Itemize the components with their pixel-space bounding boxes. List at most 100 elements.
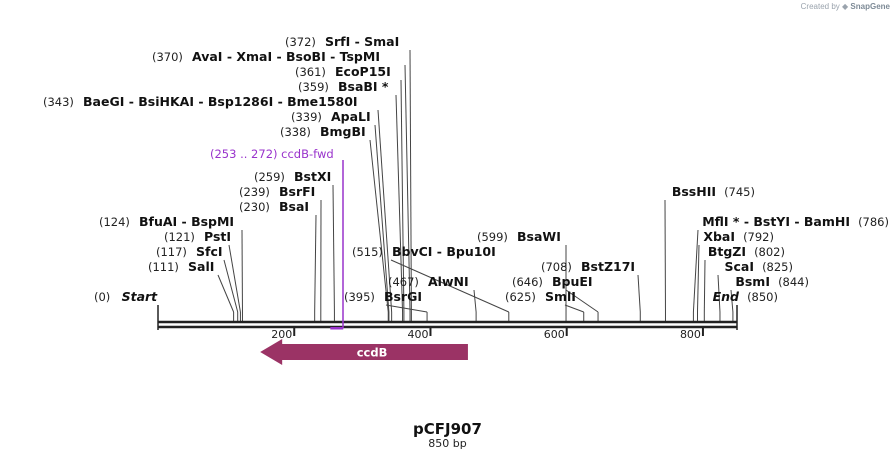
site-name: EcoP15I bbox=[335, 64, 391, 79]
site-position: (117) bbox=[156, 245, 187, 259]
leader-line bbox=[332, 184, 335, 313]
site-position: (850) bbox=[747, 290, 778, 304]
site-bstz17i: (708)BstZ17I bbox=[541, 259, 635, 274]
site-bsrgi: (395) BsrGI bbox=[344, 289, 422, 304]
ruler-tick-label: 800 bbox=[680, 328, 701, 341]
site-name: BsrGI bbox=[384, 289, 422, 304]
site-sali: (111)SalI bbox=[148, 259, 214, 274]
site-name: SfcI bbox=[196, 244, 223, 259]
site-name: BssHII bbox=[672, 184, 716, 199]
site-name: ScaI bbox=[725, 259, 755, 274]
leader-line bbox=[377, 109, 393, 313]
leader-line bbox=[730, 289, 734, 313]
site-bsshii: BssHII (745) bbox=[672, 184, 755, 199]
site-name: PstI bbox=[204, 229, 231, 244]
site-position: (372) bbox=[285, 35, 316, 49]
leader-line bbox=[637, 274, 641, 313]
site-name: MflI * - BstYI - BamHI bbox=[702, 214, 850, 229]
site-name: AlwNI bbox=[428, 274, 469, 289]
site-position: (745) bbox=[724, 185, 755, 199]
site-bstxi: (259) BstXI bbox=[254, 169, 331, 184]
ruler-tick-label: 400 bbox=[407, 328, 428, 341]
site-name: BstXI bbox=[294, 169, 331, 184]
site-position: (124) bbox=[99, 215, 130, 229]
site-position: (370) bbox=[152, 50, 183, 64]
site-position: (515) bbox=[352, 245, 383, 259]
site-btgzi: BtgZI(802) bbox=[708, 244, 785, 259]
site-bsabi: (359)BsaBI * bbox=[298, 79, 389, 94]
ccdb-feature-arrow[interactable] bbox=[260, 339, 468, 365]
site-apali: (339) ApaLI bbox=[291, 109, 371, 124]
leader-line bbox=[223, 259, 239, 313]
site-name: SrfI - SmaI bbox=[325, 34, 399, 49]
site-scai: ScaI (825) bbox=[725, 259, 794, 274]
site-name: BaeGI - BsiHKAI - Bsp1286I - Bme1580I bbox=[83, 94, 358, 109]
site-name: BsaWI bbox=[517, 229, 561, 244]
site-bsawi: (599)BsaWI bbox=[477, 229, 561, 244]
site-position: (467) bbox=[388, 275, 419, 289]
site-position: (802) bbox=[754, 245, 785, 259]
site-ecop15i: (361)EcoP15I bbox=[295, 64, 391, 79]
site-position: (121) bbox=[164, 230, 195, 244]
site-name: End bbox=[713, 289, 740, 304]
site-name: BsrFI bbox=[279, 184, 315, 199]
site-position: (625) bbox=[505, 290, 536, 304]
leader-line bbox=[473, 289, 477, 313]
site-name: ApaLI bbox=[331, 109, 371, 124]
site-position: (646) bbox=[512, 275, 543, 289]
site-position: (395) bbox=[344, 290, 375, 304]
snapgene-logo-icon: ◆ bbox=[842, 2, 849, 11]
site-bsmi: BsmI(844) bbox=[735, 274, 809, 289]
site-name: XbaI bbox=[703, 229, 735, 244]
site-name: BbvCI - Bpu10I bbox=[392, 244, 496, 259]
plasmid-name: pCFJ907 bbox=[413, 420, 482, 438]
site-name: Start bbox=[122, 289, 159, 304]
leader-line bbox=[228, 244, 241, 313]
site-bsai: (230)BsaI bbox=[239, 199, 309, 214]
site-position: (825) bbox=[762, 260, 793, 274]
leader-line bbox=[692, 229, 699, 313]
site-position: (259) bbox=[254, 170, 285, 184]
feature-label: ccdB bbox=[357, 346, 388, 360]
leader-lines bbox=[157, 49, 738, 321]
site-position: (338) bbox=[280, 125, 311, 139]
primer-mark[interactable] bbox=[330, 327, 344, 330]
site-position: (343) bbox=[43, 95, 74, 109]
site-name: BmgBI bbox=[320, 124, 366, 139]
primer-label: (253 .. 272) ccdB-fwd bbox=[210, 147, 334, 161]
site-bsrfi: (239)BsrFI bbox=[239, 184, 315, 199]
leader-line bbox=[404, 64, 411, 313]
site-position: (792) bbox=[743, 230, 774, 244]
site-bpuei: (646) BpuEI bbox=[512, 274, 593, 289]
ruler-tick-label: 200 bbox=[271, 328, 292, 341]
leader-line bbox=[385, 304, 428, 313]
site-baegi: (343) BaeGI - BsiHKAI - Bsp1286I - Bme158… bbox=[43, 94, 358, 109]
site-position: (786) bbox=[858, 215, 889, 229]
credit-brand: SnapGene bbox=[850, 2, 890, 11]
site-alwni: (467) AlwNI bbox=[388, 274, 469, 289]
leader-line bbox=[390, 259, 510, 313]
leader-line bbox=[565, 289, 599, 313]
site-srfi: (372) SrfI - SmaI bbox=[285, 34, 399, 49]
site-name: BfuAI - BspMI bbox=[139, 214, 234, 229]
site-bmgbi: (338) BmgBI bbox=[280, 124, 366, 139]
site-avai: (370) AvaI - XmaI - BsoBI - TspMI bbox=[152, 49, 380, 64]
site-sfci: (117) SfcI bbox=[156, 244, 223, 259]
leader-line bbox=[314, 214, 317, 313]
leader-line bbox=[409, 49, 412, 313]
leader-line bbox=[703, 259, 706, 313]
leader-line bbox=[374, 124, 390, 313]
leader-line bbox=[696, 244, 700, 313]
site-psti: (121) PstI bbox=[164, 229, 231, 244]
site-name: AvaI - XmaI - BsoBI - TspMI bbox=[192, 49, 380, 64]
snapgene-credit: Created by ◆ SnapGene bbox=[801, 2, 890, 11]
site-bbvci: (515) BbvCI - Bpu10I bbox=[352, 244, 496, 259]
site-name: BstZ17I bbox=[581, 259, 635, 274]
site-name: BpuEI bbox=[552, 274, 593, 289]
leader-line bbox=[395, 94, 404, 313]
site-position: (339) bbox=[291, 110, 322, 124]
site-xbai: XbaI (792) bbox=[703, 229, 774, 244]
site-position: (359) bbox=[298, 80, 329, 94]
feature-layer: (253 .. 272) ccdB-fwd ccdB bbox=[210, 147, 468, 365]
